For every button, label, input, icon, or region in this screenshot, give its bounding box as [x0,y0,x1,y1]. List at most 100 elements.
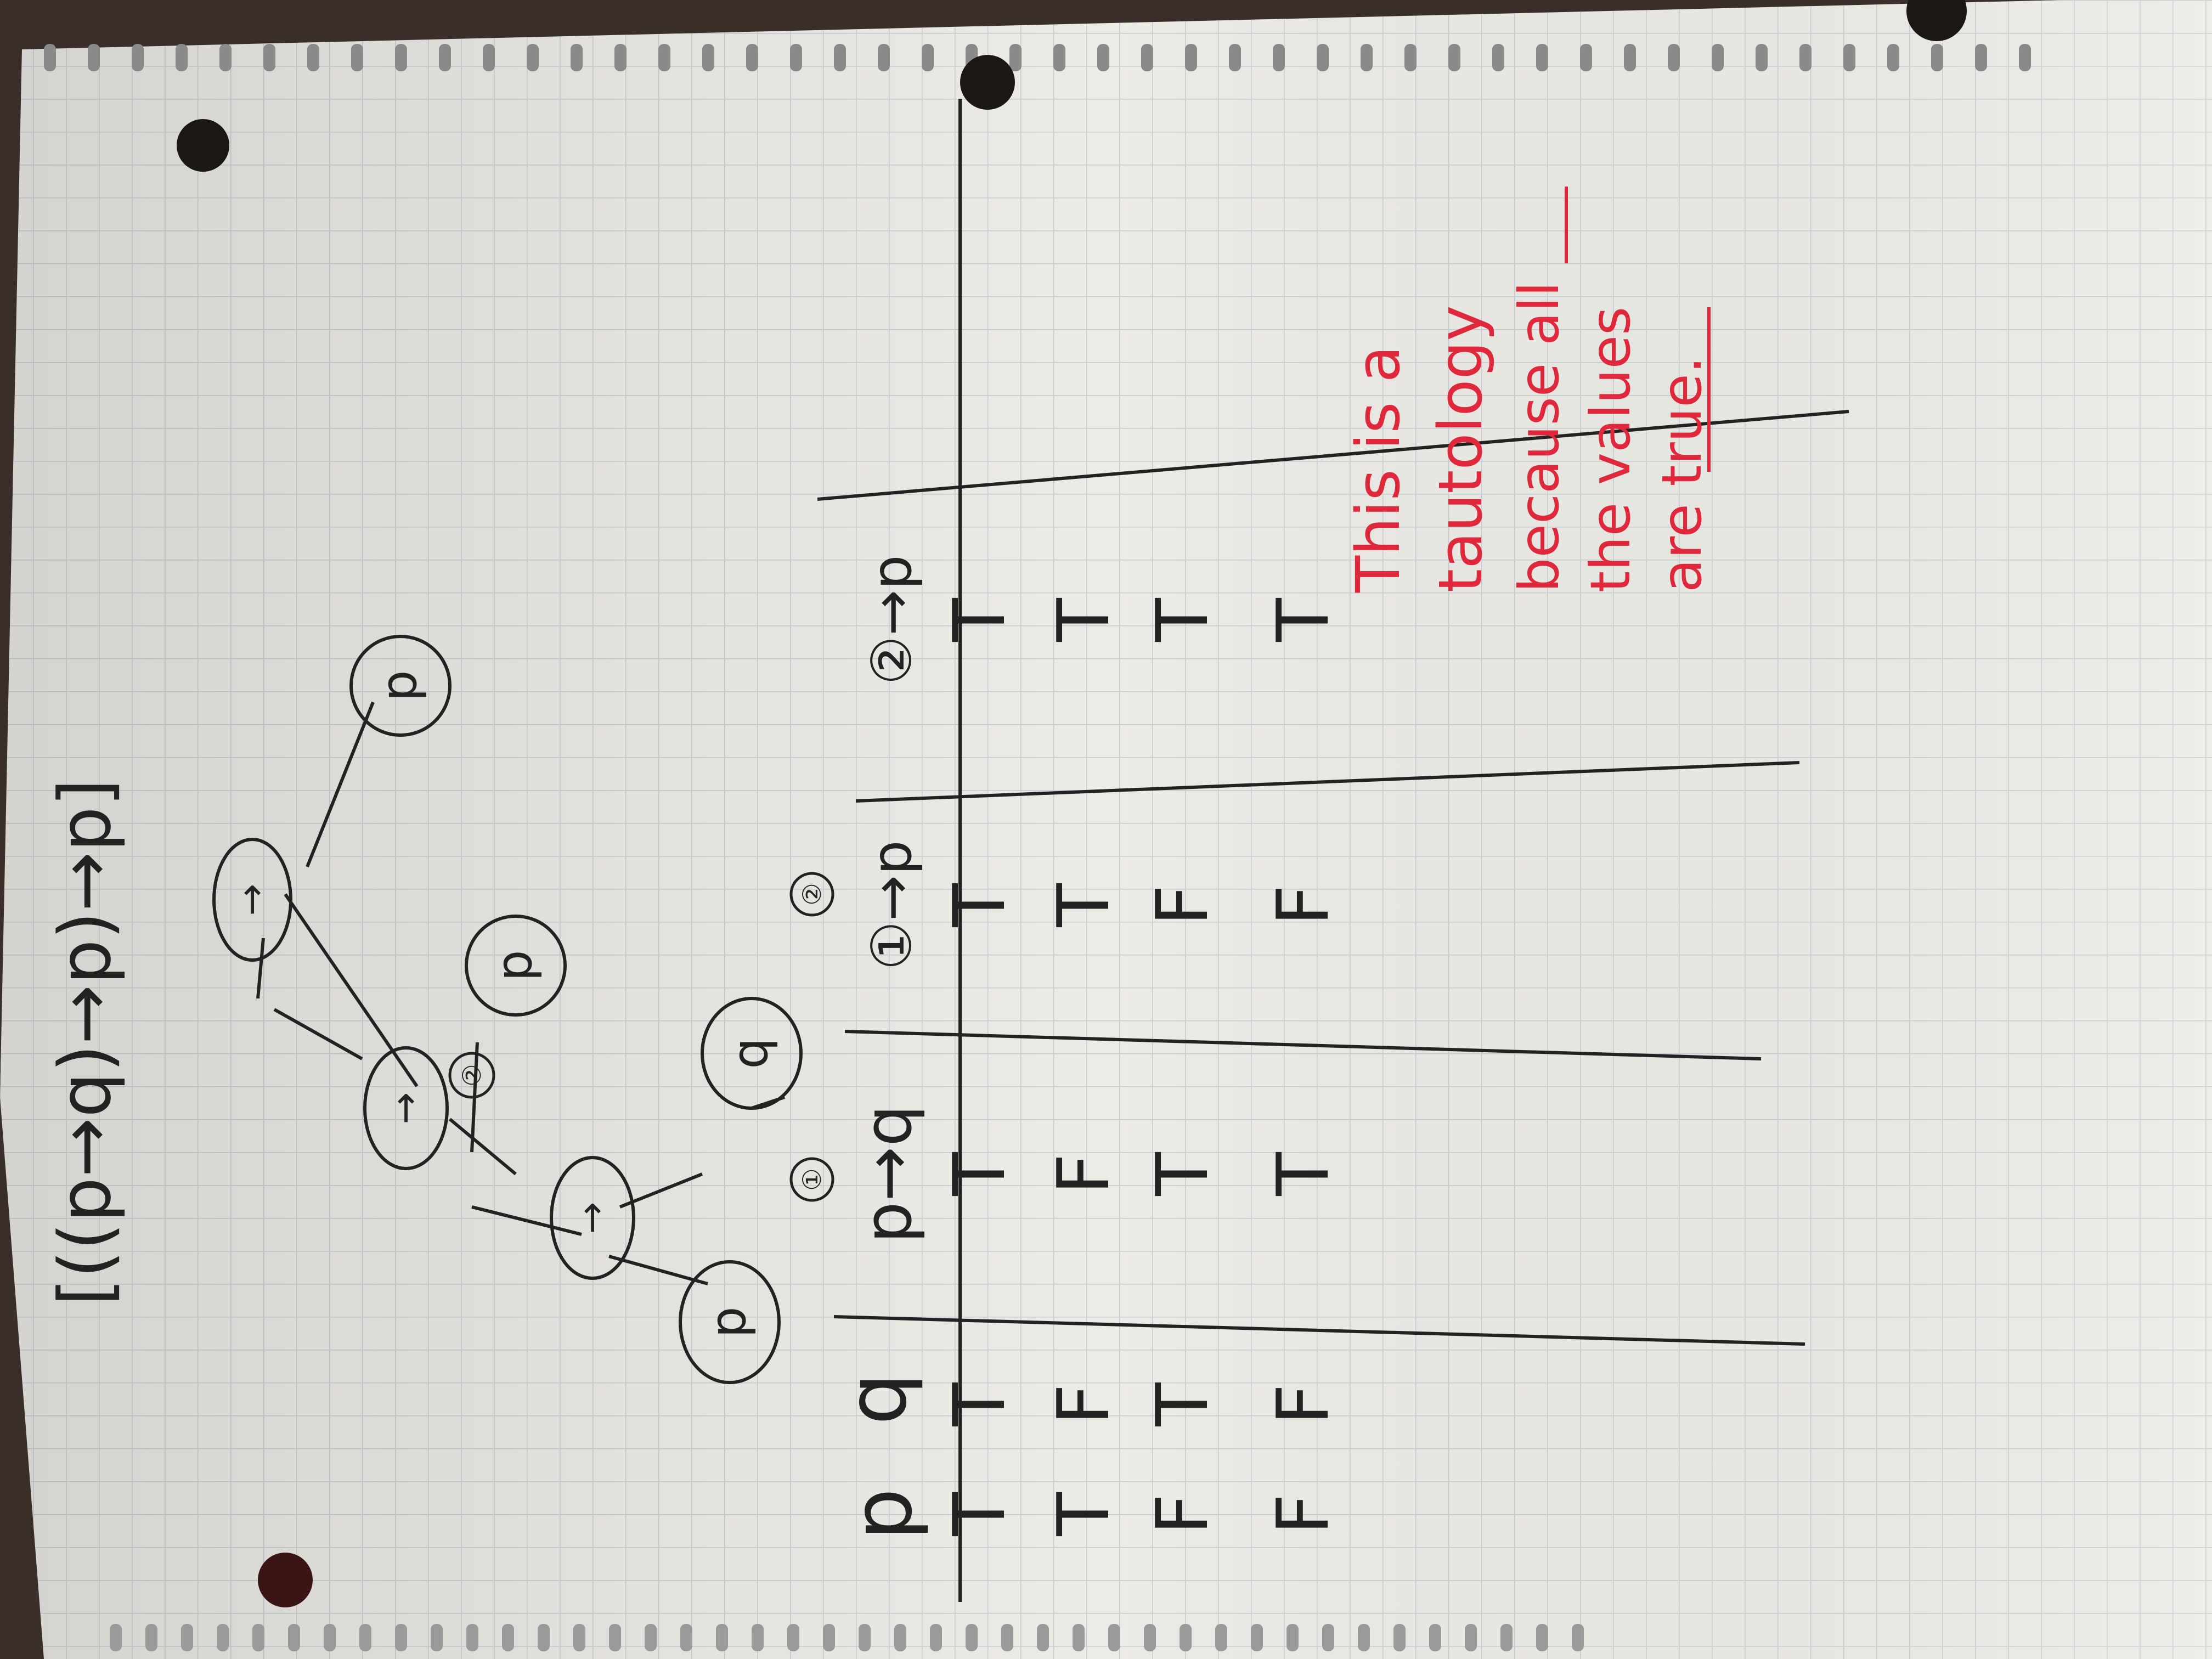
spiral-ring [1361,44,1373,71]
svg-text:②: ② [797,883,827,905]
svg-text:①: ① [797,1168,827,1190]
spiral-ring [217,1624,229,1651]
truth-table-cell: T [1141,1383,1224,1427]
spiral-ring [859,1624,871,1651]
spiral-ring [645,1624,657,1651]
spiral-ring [1229,44,1241,71]
spiral-ring [1215,1624,1227,1651]
spiral-ring [1572,1624,1584,1651]
spiral-ring [702,44,714,71]
spiral-ring [44,44,56,71]
svg-text:p→q: p→q [850,1105,927,1244]
spiral-ring [823,1624,835,1651]
spiral-ring [502,1624,514,1651]
spiral-ring [787,1624,799,1651]
tree-edge [256,938,265,999]
spiral-ring [790,44,802,71]
punch-hole [177,119,229,172]
spiral-ring [181,1624,193,1651]
column-divider [855,761,1800,803]
svg-text:→: → [569,1202,614,1234]
spiral-ring [1887,44,1899,71]
truth-table-cell: T [1042,598,1125,642]
truth-table-cell: T [938,1492,1021,1537]
conclusion-line: because all [1507,281,1571,592]
truth-table-cell: T [1261,598,1345,642]
spiral-ring [538,1624,550,1651]
punch-hole [258,1553,313,1607]
spiral-ring [1492,44,1504,71]
svg-text:[((p→q)→p)→p]: [((p→q)→p)→p] [43,778,127,1306]
spiral-ring [132,44,144,71]
spiral-ring [752,1624,764,1651]
spiral-ring [1843,44,1855,71]
spiral-ring [930,1624,942,1651]
spiral-ring [351,44,363,71]
tree-node-implies-2: → [363,1046,449,1170]
tree-edge [273,1008,363,1060]
tree-marker-2: ② [448,1052,495,1099]
spiral-ring [966,1624,978,1651]
spiral-ring [219,44,232,71]
spiral-ring [922,44,934,71]
spiral-ring [716,1624,728,1651]
spiral-ring [1500,1624,1513,1651]
tree-edge [471,1205,582,1236]
spiral-ring [1097,44,1109,71]
tree-edge [449,1118,517,1176]
spiral-ring [1465,1624,1477,1651]
truth-table-cell: F [1141,885,1224,926]
truth-table-cell: F [1042,1154,1125,1195]
truth-table-cell: T [938,598,1021,642]
spiral-ring [1756,44,1768,71]
spiral-ring [483,44,495,71]
spiral-ring [1358,1624,1370,1651]
tree-node-p-right: p [349,635,452,737]
truth-table-cell: T [1141,598,1224,642]
column-divider [817,410,1849,501]
tree-node-p-mid: p [465,915,567,1017]
spiral-ring [439,44,451,71]
spiral-binding-bottom [110,1624,1584,1651]
header-marker-2: ② [789,872,834,917]
spiral-ring [614,44,627,71]
svg-text:p: p [835,1488,930,1540]
spiral-ring [1429,1624,1441,1651]
spiral-ring [466,1624,478,1651]
spiral-ring [609,1624,621,1651]
spiral-ring [1286,1624,1299,1651]
header-marker-1: ① [789,1157,834,1202]
truth-table-cell: F [1261,885,1345,926]
spiral-ring [431,1624,443,1651]
svg-text:①→p: ①→p [860,840,924,970]
tree-node-root: → [212,838,292,962]
header-col4: ②→p [860,555,924,685]
conclusion-line: This is a [1343,346,1413,593]
spiral-ring [894,1624,906,1651]
truth-table-cell: F [1261,1384,1345,1425]
truth-table-cell: T [1042,1492,1125,1537]
conclusion-line: the values [1578,307,1643,592]
column-divider [833,1315,1805,1346]
header-p-implies-q: p→q [850,1105,927,1244]
spiral-ring [658,44,670,71]
truth-table-cell: F [1042,1384,1125,1425]
svg-text:p: p [699,1306,757,1338]
spiral-ring [1712,44,1724,71]
spiral-ring [1009,44,1022,71]
punch-hole [960,55,1015,110]
truth-table-cell: F [1261,1494,1345,1535]
spiral-ring [1393,1624,1406,1651]
spiral-ring [1668,44,1680,71]
truth-table-cell: T [1042,883,1125,928]
table-grid-lines [817,99,1849,1602]
spiral-ring [834,44,846,71]
spiral-ring [680,1624,692,1651]
spiral-ring [307,44,319,71]
spiral-ring [1404,44,1417,71]
spiral-ring [1931,44,1943,71]
spiral-ring [1185,44,1197,71]
svg-text:q: q [830,1373,925,1425]
